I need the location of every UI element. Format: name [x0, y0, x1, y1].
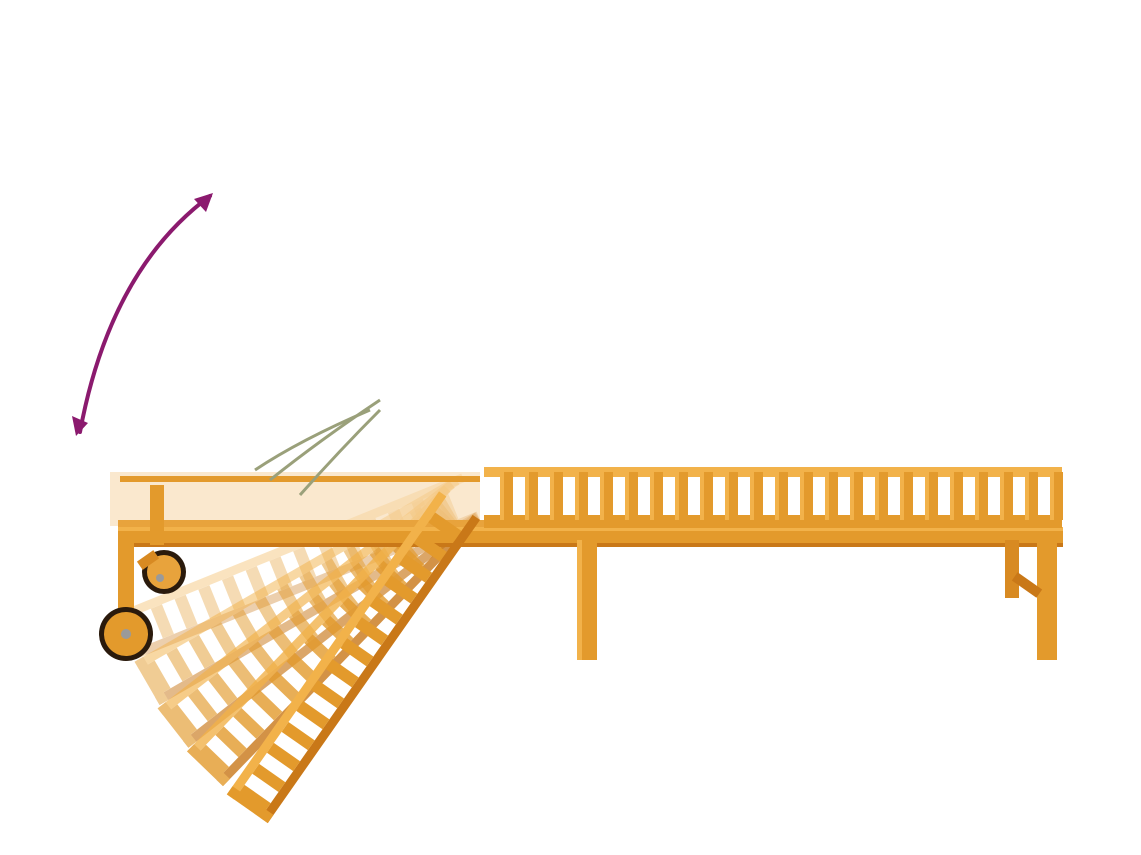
backrest-slat — [413, 533, 447, 562]
backrest-support-rods — [254, 398, 382, 496]
lounger-legs — [118, 485, 1057, 660]
backrest-slat — [296, 701, 330, 730]
backrest-main — [226, 491, 480, 824]
seat-slat-highlight — [775, 472, 779, 520]
backrest-slat — [428, 512, 462, 541]
backrest-end-cap — [157, 702, 197, 748]
seat-slat-highlight — [1050, 472, 1054, 520]
seat-slat-highlight — [725, 472, 729, 520]
backrest-slat — [281, 721, 315, 751]
backrest-end-cap — [134, 656, 169, 705]
seat-slat-highlight — [1025, 472, 1029, 520]
backrest-rail — [260, 514, 480, 824]
seat-slat-highlight — [600, 472, 604, 520]
front-wheel — [99, 607, 153, 661]
backrest-slat — [228, 657, 258, 690]
backrest-slat — [208, 672, 238, 706]
backrest-slat — [221, 575, 246, 610]
backrest-slat — [144, 660, 171, 695]
backrest-rail — [187, 485, 451, 758]
seat-slat-highlight — [525, 472, 529, 520]
seat-slat-deck — [484, 467, 1063, 528]
backrest-slat — [266, 742, 301, 772]
seat-slat-highlight — [900, 472, 904, 520]
backrest-slat — [188, 688, 218, 722]
seat-slat-highlight — [750, 472, 754, 520]
seat-slat-highlight — [700, 472, 704, 520]
seat-slat-highlight — [550, 472, 554, 520]
backrest-slat — [150, 604, 174, 639]
backrest-slat — [310, 680, 345, 709]
seat-slat-highlight — [500, 472, 504, 520]
backrest-slat — [198, 585, 222, 620]
seat-slat-highlight — [850, 472, 854, 520]
rear-seat-section — [110, 472, 484, 528]
backrest-slat — [188, 634, 215, 669]
backrest-slat — [252, 763, 286, 793]
backrest-slat — [166, 647, 193, 682]
seat-slat-highlight — [925, 472, 929, 520]
backrest-slat — [233, 707, 265, 739]
backrest-slat — [268, 671, 301, 703]
seat-slat-highlight — [975, 472, 979, 520]
backrest-slat — [340, 638, 374, 667]
backrest-slat — [354, 617, 389, 646]
seat-slat-highlight — [800, 472, 804, 520]
backrest-slat — [237, 784, 271, 814]
backrest-slat — [197, 744, 230, 776]
backrest-end-cap — [226, 786, 274, 824]
backrest-slat — [210, 622, 238, 656]
seat-slat-highlight — [575, 472, 579, 520]
backrest-end-cap — [187, 744, 230, 787]
seat-slat-highlight — [675, 472, 679, 520]
backrest-rail — [226, 491, 447, 800]
backrest-slat — [174, 594, 198, 629]
seat-slat-highlight — [625, 472, 629, 520]
seat-slat-highlight — [950, 472, 954, 520]
backrest-slat — [384, 575, 418, 604]
seat-slat-highlight — [1000, 472, 1004, 520]
backrest-slat — [167, 704, 198, 738]
seat-slat-highlight — [650, 472, 654, 520]
backrest-slat — [215, 726, 247, 758]
backrest-slat — [369, 596, 403, 625]
curved-double-arrow-icon — [72, 193, 213, 436]
backrest-upright — [226, 491, 480, 824]
seat-slat-highlight — [825, 472, 829, 520]
backrest-slat — [398, 554, 433, 583]
backrest-slat — [325, 659, 359, 688]
seat-slat-highlight — [875, 472, 879, 520]
backrest-slat — [250, 689, 283, 721]
